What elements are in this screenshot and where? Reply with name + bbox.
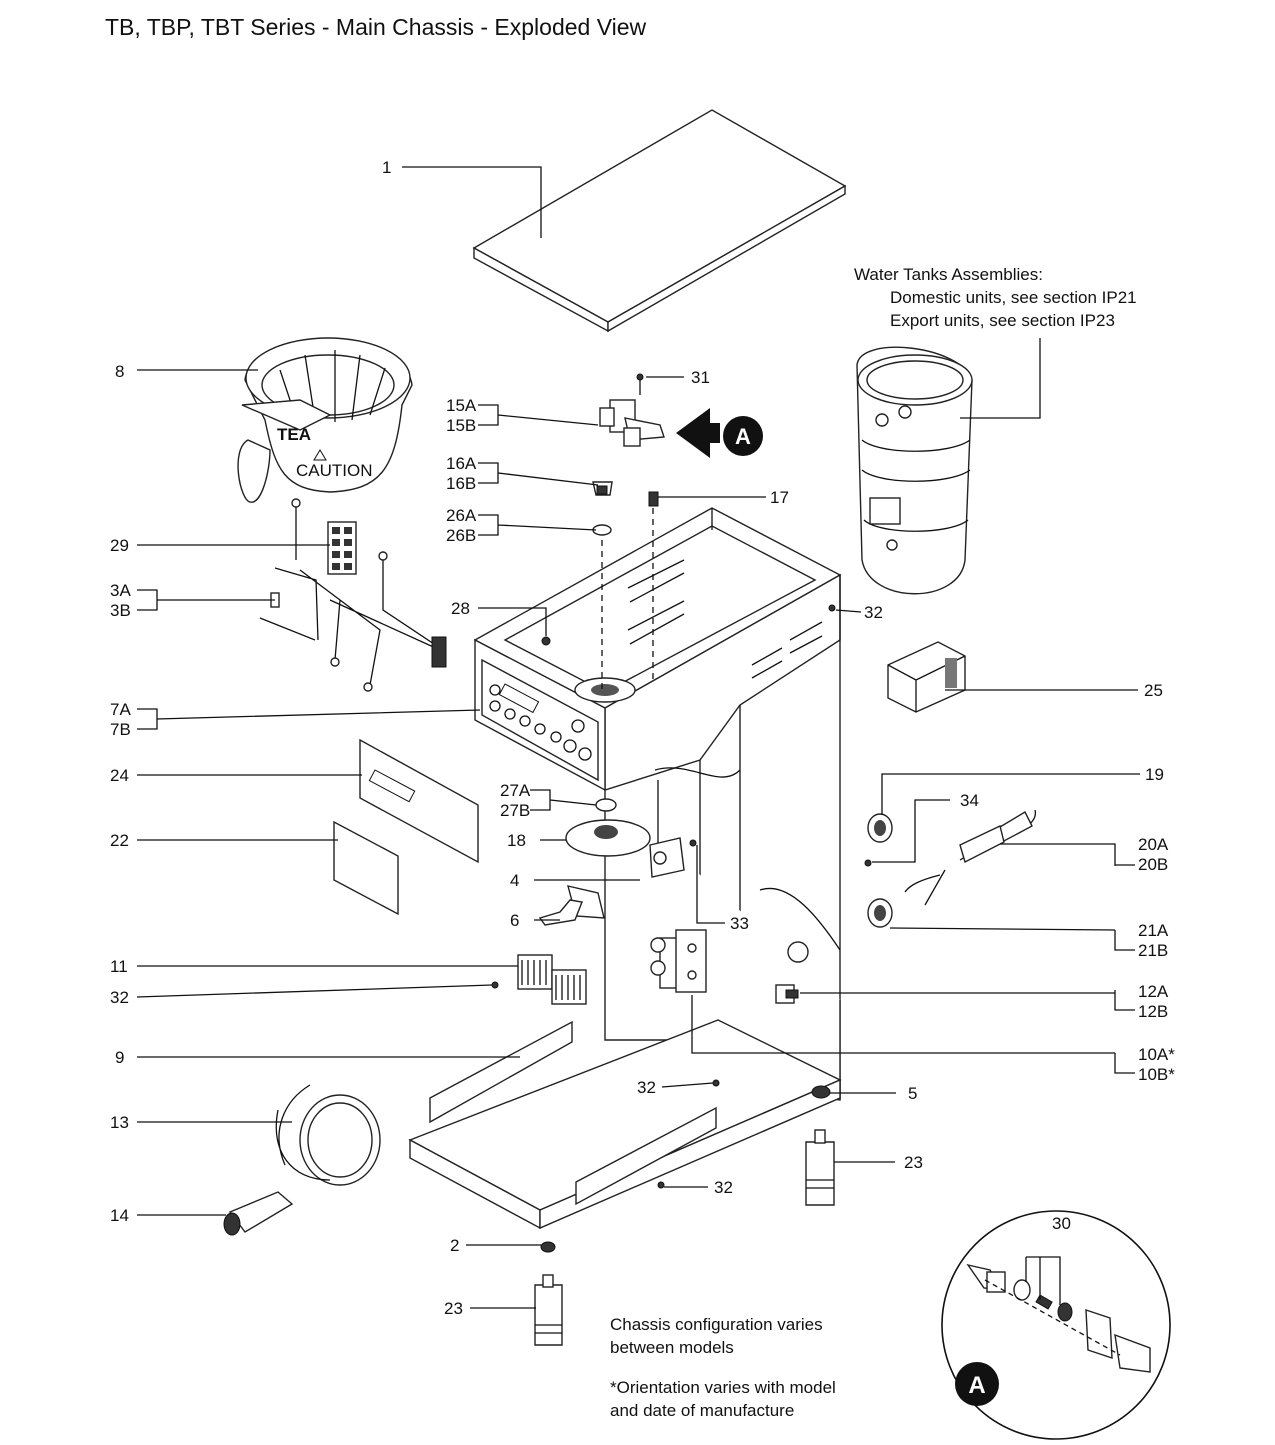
- orientation-note-line2: and date of manufacture: [610, 1401, 795, 1420]
- inlet-fitting-part: [592, 481, 659, 536]
- label-8: 8: [115, 362, 124, 381]
- relay-heatsink-part: [491, 954, 587, 1005]
- chassis-note-line2: between models: [610, 1338, 734, 1357]
- label-32-top: 32: [864, 603, 883, 622]
- label-19: 19: [1145, 765, 1164, 784]
- label-28: 28: [451, 599, 470, 618]
- label-17: 17: [770, 488, 789, 507]
- tubing-coil-part: [275, 1084, 381, 1186]
- water-tank-assembly-part: [856, 346, 973, 595]
- label-25: 25: [1144, 681, 1163, 700]
- funnel-caution-text: CAUTION: [296, 461, 373, 480]
- faucet-part: [538, 837, 697, 926]
- label-31: 31: [691, 368, 710, 387]
- label-22: 22: [110, 831, 129, 850]
- label-12a: 12A: [1138, 982, 1169, 1001]
- label-11: 11: [110, 957, 128, 976]
- svg-text:A: A: [968, 1372, 985, 1399]
- label-24: 24: [110, 766, 129, 785]
- orientation-note: *Orientation varies with model and date …: [610, 1376, 836, 1422]
- label-15a: 15A: [446, 396, 477, 415]
- water-tank-note: Water Tanks Assemblies: Domestic units, …: [854, 263, 1137, 332]
- label-29: 29: [110, 536, 129, 555]
- top-cover-part: [472, 109, 847, 333]
- label-4: 4: [510, 871, 519, 890]
- label-12b: 12B: [1138, 1002, 1168, 1021]
- label-23-right: 23: [904, 1153, 923, 1172]
- label-3b: 3B: [110, 601, 131, 620]
- power-switch-part: [864, 813, 893, 928]
- svg-text:A: A: [735, 424, 751, 449]
- label-26a: 26A: [446, 506, 477, 525]
- label-16b: 16B: [446, 474, 476, 493]
- water-tank-domestic: Domestic units, see section IP21: [890, 288, 1137, 307]
- label-2: 2: [450, 1236, 459, 1255]
- label-14: 14: [110, 1206, 129, 1225]
- label-32-bottom: 32: [714, 1178, 733, 1197]
- main-chassis-part: [408, 507, 842, 1230]
- label-27b: 27B: [500, 801, 530, 820]
- label-13: 13: [110, 1113, 129, 1132]
- label-21b: 21B: [1138, 941, 1168, 960]
- chassis-note-line1: Chassis configuration varies: [610, 1315, 823, 1334]
- terminal-block-part: [327, 521, 357, 575]
- water-tank-export: Export units, see section IP23: [890, 311, 1115, 330]
- transformer-part: [887, 641, 966, 713]
- label-32-left: 32: [110, 988, 129, 1007]
- orientation-note-line1: *Orientation varies with model: [610, 1378, 836, 1397]
- label-30: 30: [1052, 1214, 1071, 1233]
- label-3a: 3A: [110, 581, 131, 600]
- label-34: 34: [960, 791, 979, 810]
- label-10b: 10B*: [1138, 1065, 1175, 1084]
- label-6: 6: [510, 911, 519, 930]
- dump-valve-part: [650, 929, 707, 993]
- label-20b: 20B: [1138, 855, 1168, 874]
- label-1: 1: [382, 158, 391, 177]
- lubricant-tube-part: [223, 1191, 294, 1236]
- label-7b: 7B: [110, 720, 131, 739]
- label-33: 33: [730, 914, 749, 933]
- spray-head-part: [565, 798, 651, 857]
- label-21a: 21A: [1138, 921, 1169, 940]
- label-32-mid: 32: [637, 1078, 656, 1097]
- label-plates-part: [333, 738, 479, 916]
- label-20a: 20A: [1138, 835, 1169, 854]
- leg-part: [534, 1129, 835, 1346]
- label-7a: 7A: [110, 700, 131, 719]
- wire-harness-part: [259, 498, 447, 692]
- label-9: 9: [115, 1048, 124, 1067]
- leader-lines: [136, 166, 1140, 1309]
- brew-funnel-part: TEA CAUTION: [237, 337, 413, 503]
- label-26b: 26B: [446, 526, 476, 545]
- foot-part: [540, 1085, 831, 1253]
- label-5: 5: [908, 1084, 917, 1103]
- view-a-arrow: A: [676, 408, 763, 458]
- level-switch-part: [775, 984, 799, 1004]
- inlet-valve-part: [599, 373, 665, 447]
- water-tank-heading: Water Tanks Assemblies:: [854, 265, 1043, 284]
- part-labels: 1 8 31 15A 15B 16A 16B 17 26A 26B 29 3A …: [110, 158, 1175, 1318]
- detail-a-view: A: [941, 1210, 1171, 1440]
- label-16a: 16A: [446, 454, 477, 473]
- power-cord-part: [904, 809, 1036, 906]
- label-23-left: 23: [444, 1299, 463, 1318]
- label-10a: 10A*: [1138, 1045, 1175, 1064]
- label-27a: 27A: [500, 781, 531, 800]
- page-title: TB, TBP, TBT Series - Main Chassis - Exp…: [105, 14, 647, 40]
- chassis-note: Chassis configuration varies between mod…: [610, 1313, 823, 1359]
- label-15b: 15B: [446, 416, 476, 435]
- funnel-brand-text: TEA: [277, 425, 311, 444]
- label-18: 18: [507, 831, 526, 850]
